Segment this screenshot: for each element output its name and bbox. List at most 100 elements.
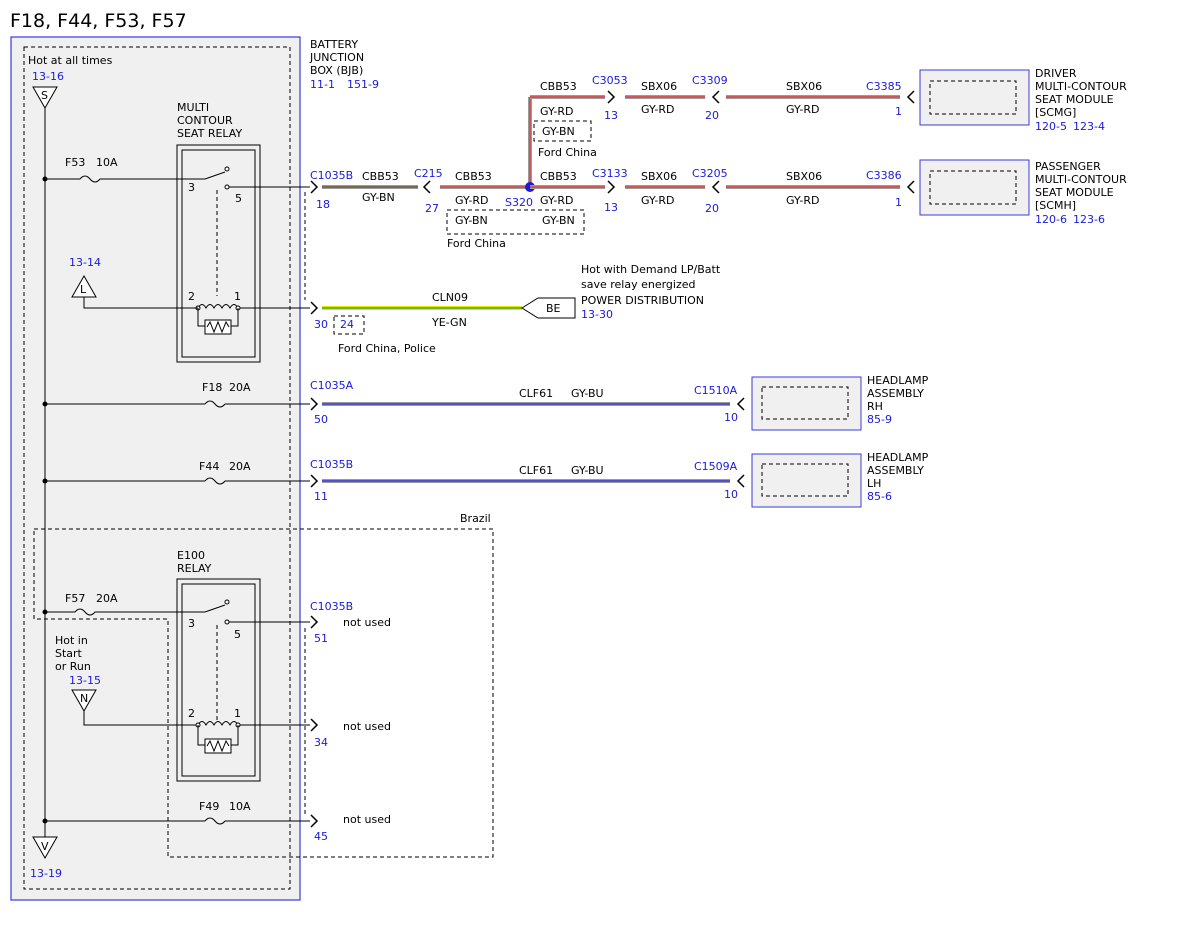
c3053-connector: C3053 (592, 74, 628, 87)
headlamp-lh-label-2: ASSEMBLY (867, 464, 924, 477)
f49-amp: 10A (229, 800, 251, 813)
gy-rd-label-6: GY-RD (641, 194, 674, 207)
e100-relay-outer (176, 578, 261, 782)
gy-bn-label-1: GY-BN (362, 191, 395, 204)
bjb-ref-1: 11-1 (310, 78, 335, 91)
hot-start-line-1: Hot in (55, 634, 88, 647)
e100-label-2: RELAY (177, 562, 212, 575)
pass-ref-1: 120-6 (1035, 213, 1067, 226)
gy-rd-label-2: GY-RD (540, 105, 573, 118)
pass-module-label-3: SEAT MODULE (1035, 186, 1114, 199)
v-connector-icon (32, 836, 58, 860)
be-symbol: BE (546, 302, 561, 315)
clf61-label-2: CLF61 (519, 464, 553, 477)
f49-fuse-icon (204, 817, 226, 825)
seat-relay-switch (204, 171, 226, 180)
seat-relay-label-2: CONTOUR (177, 114, 233, 127)
f53-fuse-icon (79, 175, 101, 183)
c1035a-pin50: 50 (314, 413, 328, 426)
diagram-title: F18, F44, F53, F57 (10, 10, 187, 32)
s-ref: 13-16 (32, 70, 64, 83)
c3386-pin1: 1 (895, 196, 902, 209)
seat-relay-pin3: 3 (188, 181, 195, 194)
c3385-connector: C3385 (866, 80, 902, 93)
c3309-connector: C3309 (692, 74, 728, 87)
seat-relay-label-1: MULTI (177, 101, 209, 114)
gy-bu-label-1: GY-BU (571, 387, 604, 400)
power-distribution-label: POWER DISTRIBUTION (581, 294, 704, 307)
e100-switch (204, 604, 226, 613)
hot-demand-line-2: save relay energized (581, 278, 696, 291)
hot-at-all-times-label: Hot at all times (28, 54, 113, 67)
sbx06-label-3: SBX06 (641, 170, 677, 183)
brazil-label: Brazil (460, 512, 491, 525)
headlamp-lh-label-1: HEADLAMP (867, 451, 929, 464)
gy-bu-label-2: GY-BU (571, 464, 604, 477)
pin45: 45 (314, 830, 328, 843)
c3053-pin13: 13 (604, 109, 618, 122)
c1035b-pin18: 18 (316, 198, 330, 211)
bjb-label-2: JUNCTION (309, 51, 364, 64)
v-symbol: V (41, 840, 49, 853)
hot-start-line-3: or Run (55, 660, 91, 673)
cbb53-label-3: CBB53 (540, 80, 577, 93)
seat-relay-pin5: 5 (235, 192, 242, 205)
power-ref: 13-30 (581, 308, 613, 321)
l-symbol: L (80, 283, 87, 296)
c3205-connector: C3205 (692, 167, 728, 180)
cln09-pin24: 24 (340, 318, 354, 331)
brazil-region (33, 528, 494, 858)
seat-relay-pin2: 2 (188, 290, 195, 303)
f44-amp: 20A (229, 460, 251, 473)
c3205-pin20: 20 (705, 202, 719, 215)
f53-amp: 10A (96, 156, 118, 169)
sbx06-label-1: SBX06 (641, 80, 677, 93)
c1035b-pin11: 11 (314, 490, 328, 503)
e100-coil-icon (197, 721, 239, 727)
gy-rd-label-5: GY-RD (540, 194, 573, 207)
pin51: 51 (314, 632, 328, 645)
c3385-pin1: 1 (895, 105, 902, 118)
bjb-label-1: BATTERY (310, 38, 358, 51)
gy-rd-label-7: GY-RD (786, 194, 819, 207)
f49-label: F49 (199, 800, 219, 813)
f57-fuse-icon (74, 608, 96, 616)
headlamp-rh-label-2: ASSEMBLY (867, 387, 924, 400)
bjb-label-3: BOX (BJB) (310, 64, 363, 77)
c1509a-connector: C1509A (694, 460, 738, 473)
hot-start-line-2: Start (55, 647, 83, 660)
c215-pin27: 27 (425, 202, 439, 215)
headlamp-rh-box (751, 376, 862, 431)
pin34: 34 (314, 736, 328, 749)
ye-gn-label: YE-GN (431, 316, 467, 329)
f18-amp: 20A (229, 381, 251, 394)
seat-relay-pin1: 1 (234, 290, 241, 303)
e100-pin1: 1 (234, 707, 241, 720)
headlamp-lh-box (751, 453, 862, 508)
pass-ref-2: 123-6 (1073, 213, 1105, 226)
c1035b-headlamp-connector: C1035B (310, 458, 353, 471)
c1510a-pin10: 10 (724, 411, 738, 424)
bjb-inner-dashed (23, 46, 291, 890)
e100-pin3: 3 (188, 617, 195, 630)
f57-label: F57 (65, 592, 85, 605)
c3309-pin20: 20 (705, 109, 719, 122)
bjb-ref-2: 151-9 (347, 78, 379, 91)
bjb-box (10, 36, 301, 901)
c215-connector: C215 (414, 167, 443, 180)
c1510a-connector: C1510A (694, 384, 738, 397)
sbx06-label-4: SBX06 (786, 170, 822, 183)
driver-module-label-3: SEAT MODULE (1035, 93, 1114, 106)
driver-module-label-2: MULTI-CONTOUR (1035, 80, 1127, 93)
sbx06-label-2: SBX06 (786, 80, 822, 93)
f18-fuse-icon (204, 400, 226, 408)
driver-seat-module-box (919, 69, 1030, 126)
not-used-3: not used (343, 813, 391, 826)
headlamp-lh-ref: 85-6 (867, 490, 892, 503)
not-used-2: not used (343, 720, 391, 733)
ford-china-label-2: Ford China (538, 146, 597, 159)
cbb53-label-4: CBB53 (540, 170, 577, 183)
headlamp-lh-label-3: LH (867, 477, 881, 490)
e100-resistor-icon (204, 738, 232, 754)
